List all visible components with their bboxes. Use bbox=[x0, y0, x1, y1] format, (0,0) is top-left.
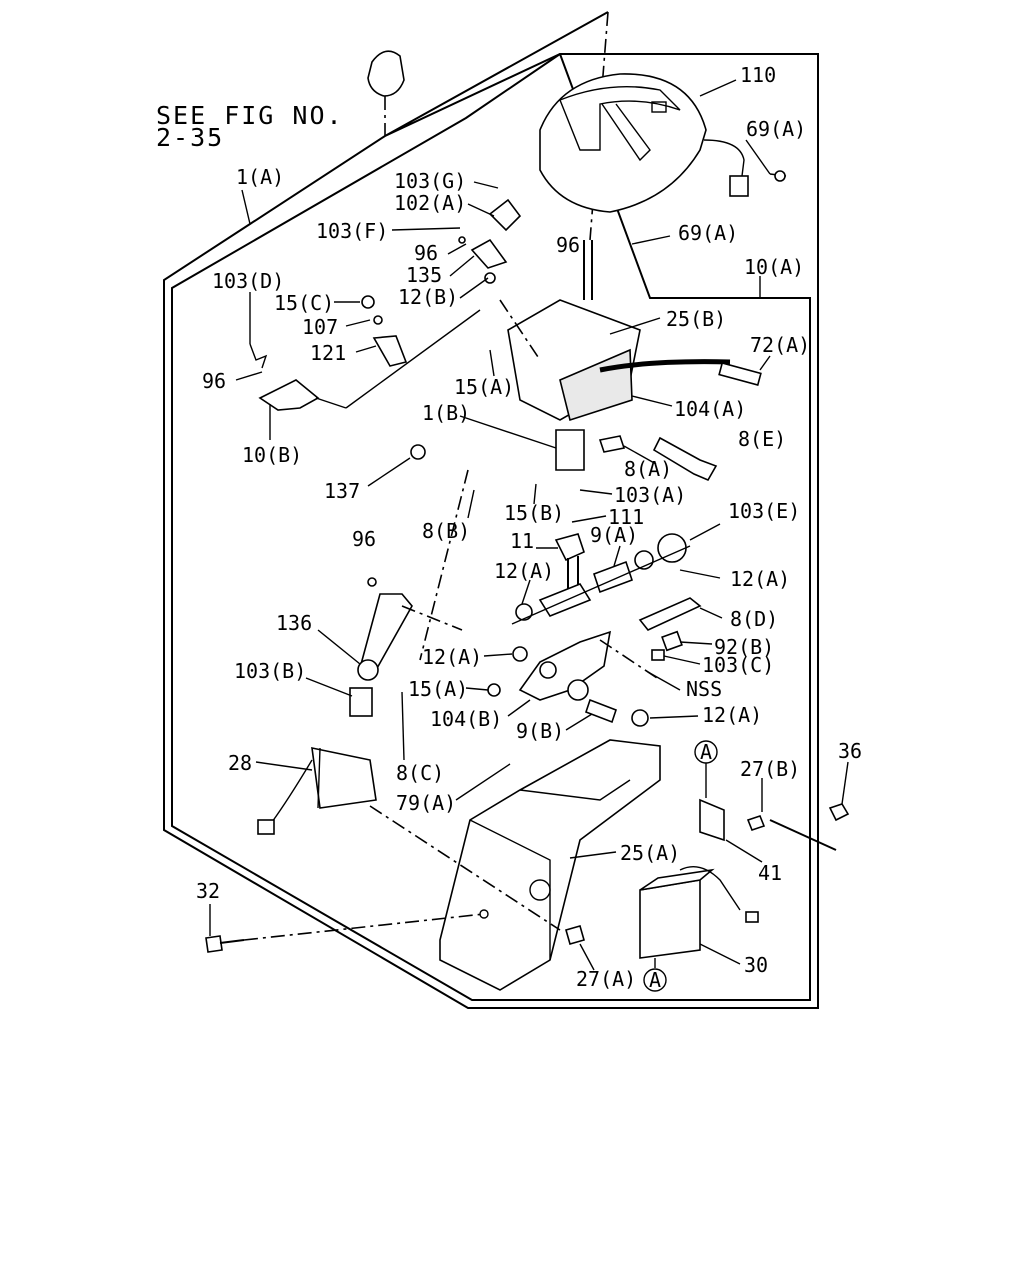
callout-92b: 92(B) bbox=[714, 635, 774, 659]
callout-135: 135 bbox=[406, 263, 442, 287]
callout-8d: 8(D) bbox=[730, 607, 778, 631]
callout-27a: 27(A) bbox=[576, 967, 636, 991]
callout-36: 36 bbox=[838, 739, 862, 763]
callout-9a: 9(A) bbox=[590, 523, 638, 547]
plate-104b bbox=[487, 630, 649, 727]
callout-15b: 15(B) bbox=[504, 501, 564, 525]
callout-103a: 103(A) bbox=[614, 483, 686, 507]
callout-nss: NSS bbox=[686, 677, 722, 701]
detent-parts bbox=[249, 198, 522, 460]
callout-103c: 103(C) bbox=[702, 653, 774, 677]
callout-11: 11 bbox=[510, 529, 534, 553]
callout-136: 136 bbox=[276, 611, 312, 635]
shift-lever bbox=[507, 240, 641, 471]
callout-28: 28 bbox=[228, 751, 252, 775]
callout-8c: 8(C) bbox=[396, 761, 444, 785]
callout-69a-top: 69(A) bbox=[746, 117, 806, 141]
callout-27b: 27(B) bbox=[740, 757, 800, 781]
callout-102a: 102(A) bbox=[394, 191, 466, 215]
reference-line-1: SEE FIG NO. bbox=[156, 101, 344, 130]
callout-12a-1: 12(A) bbox=[494, 559, 554, 583]
callout-110: 110 bbox=[740, 63, 776, 87]
callout-10a: 10(A) bbox=[744, 255, 804, 279]
bracket-25a bbox=[439, 739, 661, 991]
callout-104b: 104(B) bbox=[430, 707, 502, 731]
callout-8e: 8(E) bbox=[738, 427, 786, 451]
callout-72a: 72(A) bbox=[750, 333, 810, 357]
sensor-41 bbox=[699, 798, 766, 842]
callout-96-a: 96 bbox=[556, 233, 580, 257]
callout-10b: 10(B) bbox=[242, 443, 302, 467]
callout-103b: 103(B) bbox=[234, 659, 306, 683]
leader-lines bbox=[209, 79, 849, 971]
callout-8a: 8(A) bbox=[624, 457, 672, 481]
callout-103d: 103(D) bbox=[212, 269, 284, 293]
callout-111: 111 bbox=[608, 505, 644, 529]
callout-96-d: 96 bbox=[352, 527, 376, 551]
callout-9b: 9(B) bbox=[516, 719, 564, 743]
callout-15a-low: 15(A) bbox=[408, 677, 468, 701]
callout-137: 137 bbox=[324, 479, 360, 503]
reference-line-2: 2-35 bbox=[156, 123, 224, 152]
assembly-outline bbox=[163, 11, 819, 1009]
routing-lines bbox=[315, 299, 661, 931]
control-unit-30 bbox=[639, 866, 759, 959]
shift-cover-110 bbox=[539, 73, 787, 213]
callout-103e: 103(E) bbox=[728, 499, 800, 523]
bolts bbox=[598, 435, 718, 631]
callout-104a: 104(A) bbox=[674, 397, 746, 421]
callout-79a: 79(A) bbox=[396, 791, 456, 815]
callout-12a-2: 12(A) bbox=[730, 567, 790, 591]
callout-32: 32 bbox=[196, 879, 220, 903]
control-cable bbox=[599, 359, 762, 386]
marker-a-upper: A bbox=[700, 740, 712, 764]
callout-69a-mid: 69(A) bbox=[678, 221, 738, 245]
callout-1a: 1(A) bbox=[236, 165, 284, 189]
callout-labels: 110 69(A) 69(A) 1(A) 103(G) 102(A) 103(F… bbox=[196, 63, 862, 991]
callout-12a-4: 12(A) bbox=[702, 703, 762, 727]
callout-15a-top: 15(A) bbox=[454, 375, 514, 399]
rod-assembly bbox=[511, 533, 691, 625]
callout-96-b: 96 bbox=[414, 241, 438, 265]
marker-a-lower: A bbox=[649, 968, 661, 992]
callout-25a: 25(A) bbox=[620, 841, 680, 865]
callout-121: 121 bbox=[310, 341, 346, 365]
callout-1b: 1(B) bbox=[422, 401, 470, 425]
fasteners bbox=[205, 803, 850, 953]
callout-15c: 15(C) bbox=[274, 291, 334, 315]
callout-41: 41 bbox=[758, 861, 782, 885]
solenoid-28 bbox=[257, 746, 377, 835]
circled-markers: A A bbox=[643, 740, 718, 992]
lever-136 bbox=[349, 577, 413, 717]
callout-12b: 12(B) bbox=[398, 285, 458, 309]
callout-30: 30 bbox=[744, 953, 768, 977]
callout-103f: 103(F) bbox=[316, 219, 388, 243]
callout-103g: 103(G) bbox=[394, 169, 466, 193]
callout-96-c: 96 bbox=[202, 369, 226, 393]
callout-12a-3: 12(A) bbox=[422, 645, 482, 669]
small-parts bbox=[651, 630, 683, 661]
callout-8b: 8(B) bbox=[422, 519, 470, 543]
callout-107: 107 bbox=[302, 315, 338, 339]
callout-25b: 25(B) bbox=[666, 307, 726, 331]
